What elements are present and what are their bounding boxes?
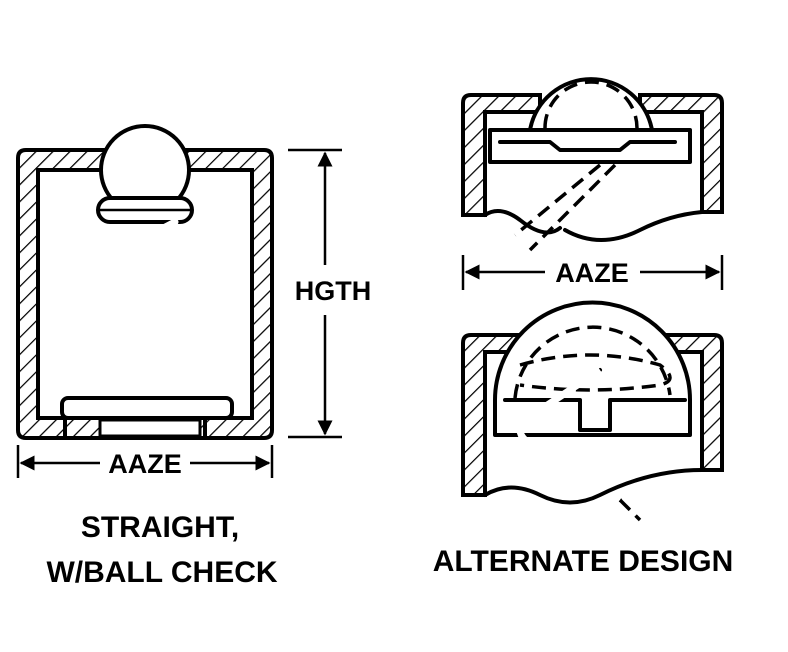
width-dimension-right: AAZE — [461, 255, 724, 290]
caption-straight: STRAIGHT, — [81, 511, 239, 544]
dome-hidden-line — [543, 80, 639, 129]
spring-hidden-line — [618, 498, 642, 522]
body-wall-right — [658, 333, 724, 472]
caption-alternate-design: ALTERNATE DESIGN — [433, 545, 734, 578]
width-label-left: AAZE — [108, 449, 182, 479]
spring-inner — [516, 367, 622, 503]
height-dimension: HGTH — [288, 148, 372, 439]
break-line — [483, 209, 562, 235]
dome — [528, 77, 654, 132]
break-line — [483, 468, 704, 505]
straight-ball-check-fitting — [16, 124, 274, 440]
spring-hidden-line — [528, 163, 617, 252]
dome-hidden-line — [513, 325, 672, 399]
plate-profile — [498, 140, 677, 152]
width-label-right: AAZE — [555, 258, 629, 288]
spring-inner — [71, 218, 217, 406]
body-wall-left — [461, 93, 542, 217]
base-opening — [98, 418, 202, 438]
body-wall-right — [183, 148, 274, 440]
alternate-design-bottom — [461, 300, 724, 522]
height-label: HGTH — [295, 276, 372, 306]
body-wall-right — [638, 93, 724, 214]
spring-hidden-line — [513, 163, 602, 237]
spring-hidden-coil — [519, 353, 672, 392]
spring-plate — [60, 396, 234, 420]
width-dimension-left: AAZE — [16, 445, 274, 479]
alternate-design-top — [461, 77, 724, 252]
valve-plate — [488, 128, 692, 164]
body-wall — [16, 148, 107, 440]
break-line — [563, 210, 704, 242]
plate-profile — [503, 398, 687, 432]
caption-ball-check: W/BALL CHECK — [46, 556, 277, 589]
